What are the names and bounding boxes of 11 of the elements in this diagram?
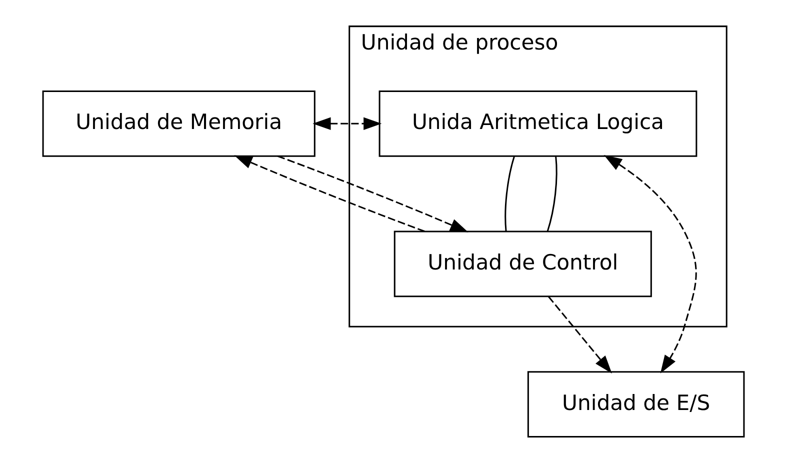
node-box: Unidad de Control (393, 230, 652, 298)
node-box: Unidad de E/S (526, 371, 744, 438)
arrow (548, 296, 612, 374)
node-box: Unida Aritmetica Logica (378, 90, 697, 157)
connector (546, 156, 557, 232)
arrow (234, 155, 424, 232)
arrow (276, 155, 468, 232)
arrow (312, 117, 382, 130)
node-box: Unidad de Memoria (42, 90, 315, 157)
connector (504, 156, 514, 232)
arrow (603, 155, 696, 374)
